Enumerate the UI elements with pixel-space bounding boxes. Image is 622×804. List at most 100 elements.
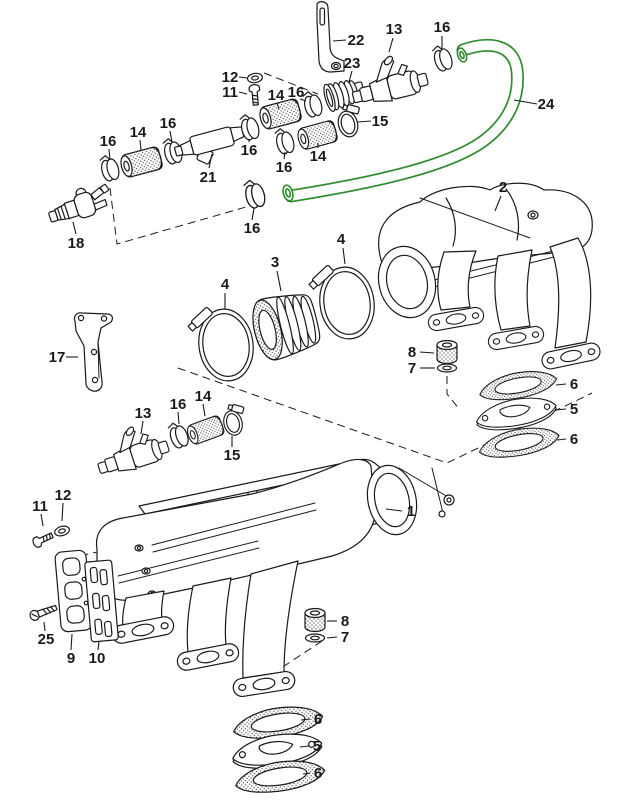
leader-line (61, 502, 64, 522)
part-9-gasket-plate (54, 549, 93, 633)
part-8-bushing (304, 607, 326, 633)
part-label-7: 7 (341, 629, 349, 646)
part-label-4: 4 (337, 231, 346, 248)
leader-line (177, 411, 180, 425)
part-label-11: 11 (222, 84, 238, 101)
part-label-16: 16 (434, 19, 451, 36)
part-14-filter (295, 119, 340, 152)
leader-line (202, 403, 206, 417)
leader-line (302, 772, 311, 775)
runner-flange (486, 324, 546, 352)
leader-line (342, 247, 346, 265)
leader-line (97, 641, 100, 651)
part-label-12: 12 (55, 487, 72, 504)
part-label-11: 11 (32, 498, 48, 515)
part-16-clamp (272, 125, 297, 156)
leader-line (419, 351, 435, 354)
part-18-check-valve (48, 183, 110, 223)
leader-line (513, 99, 538, 105)
leader-line (238, 91, 248, 95)
part-label-23: 23 (344, 55, 361, 72)
leader-line (40, 513, 44, 527)
leader-line (139, 139, 142, 151)
part-22-bracket (316, 1, 345, 73)
leader-line (554, 408, 567, 411)
part-label-13: 13 (135, 405, 152, 422)
part-label-25: 25 (38, 631, 55, 648)
part-label-6: 6 (314, 765, 322, 782)
part-label-10: 10 (89, 650, 106, 667)
leader-line (140, 420, 144, 435)
runner-flange (426, 305, 486, 333)
part-11-screw (30, 529, 55, 550)
part-label-4: 4 (221, 276, 230, 293)
part-4-band-clamp (184, 300, 259, 387)
runner-flange (539, 340, 603, 372)
part-label-8: 8 (408, 344, 416, 361)
leader-line (556, 438, 567, 441)
part-11-screw (248, 83, 262, 107)
leader-line (299, 98, 307, 102)
part-label-22: 22 (348, 32, 365, 49)
part-16-clamp (241, 176, 268, 211)
leader-line (299, 745, 310, 748)
leader-line (238, 76, 248, 79)
part-13-valve (88, 416, 173, 481)
leader-line (357, 120, 372, 123)
part-10-spacer-plate (84, 559, 119, 643)
part-label-16: 16 (276, 159, 293, 176)
part-5-flange-plate (473, 393, 559, 435)
part-14-filter (118, 145, 165, 180)
dashed-line (263, 72, 319, 95)
leader-line (72, 221, 77, 235)
part-label-14: 14 (268, 87, 285, 104)
part-label-14: 14 (310, 148, 327, 165)
leader-line (276, 270, 282, 292)
part-label-5: 5 (570, 401, 578, 418)
part-label-15: 15 (372, 113, 389, 130)
part-label-16: 16 (160, 115, 177, 132)
dashed-line (446, 376, 461, 411)
part-label-6: 6 (314, 711, 322, 728)
part-16-clamp (165, 419, 192, 451)
part-label-7: 7 (408, 360, 416, 377)
leader-line (283, 151, 286, 160)
part-14-filter (184, 414, 226, 447)
part-label-16: 16 (170, 396, 187, 413)
part-12-washer (246, 71, 264, 85)
part-label-6: 6 (570, 376, 578, 393)
part-2-intake-manifold (377, 182, 603, 372)
leader-line (208, 153, 213, 169)
leader-line (276, 102, 280, 110)
leader-line (388, 37, 394, 53)
part-17-bracket (73, 312, 113, 392)
part-1-intake-manifold (95, 458, 455, 699)
part-label-16: 16 (241, 142, 258, 159)
dashed-line (109, 187, 247, 245)
part-25-screw (29, 604, 58, 621)
part-label-5: 5 (313, 738, 321, 755)
part-21-t-fitting (174, 125, 251, 165)
part-7-washer (304, 633, 326, 643)
part-label-14: 14 (195, 388, 212, 405)
part-label-24: 24 (538, 96, 555, 113)
leader-line (108, 148, 111, 161)
part-7-washer (436, 363, 458, 373)
part-label-8: 8 (341, 613, 349, 630)
part-6-gasket (477, 366, 560, 404)
part-label-1: 1 (407, 503, 415, 520)
leader-line (332, 39, 347, 42)
part-label-15: 15 (224, 447, 241, 464)
part-3-sleeve (252, 294, 321, 361)
leader-line (70, 633, 73, 651)
runner-flange (231, 669, 297, 699)
part-8-bushing (436, 339, 458, 365)
leader-line (385, 508, 403, 512)
part-label-12: 12 (222, 69, 239, 86)
leader-line (251, 207, 255, 221)
part-label-13: 13 (386, 21, 403, 38)
leader-line (494, 195, 502, 212)
